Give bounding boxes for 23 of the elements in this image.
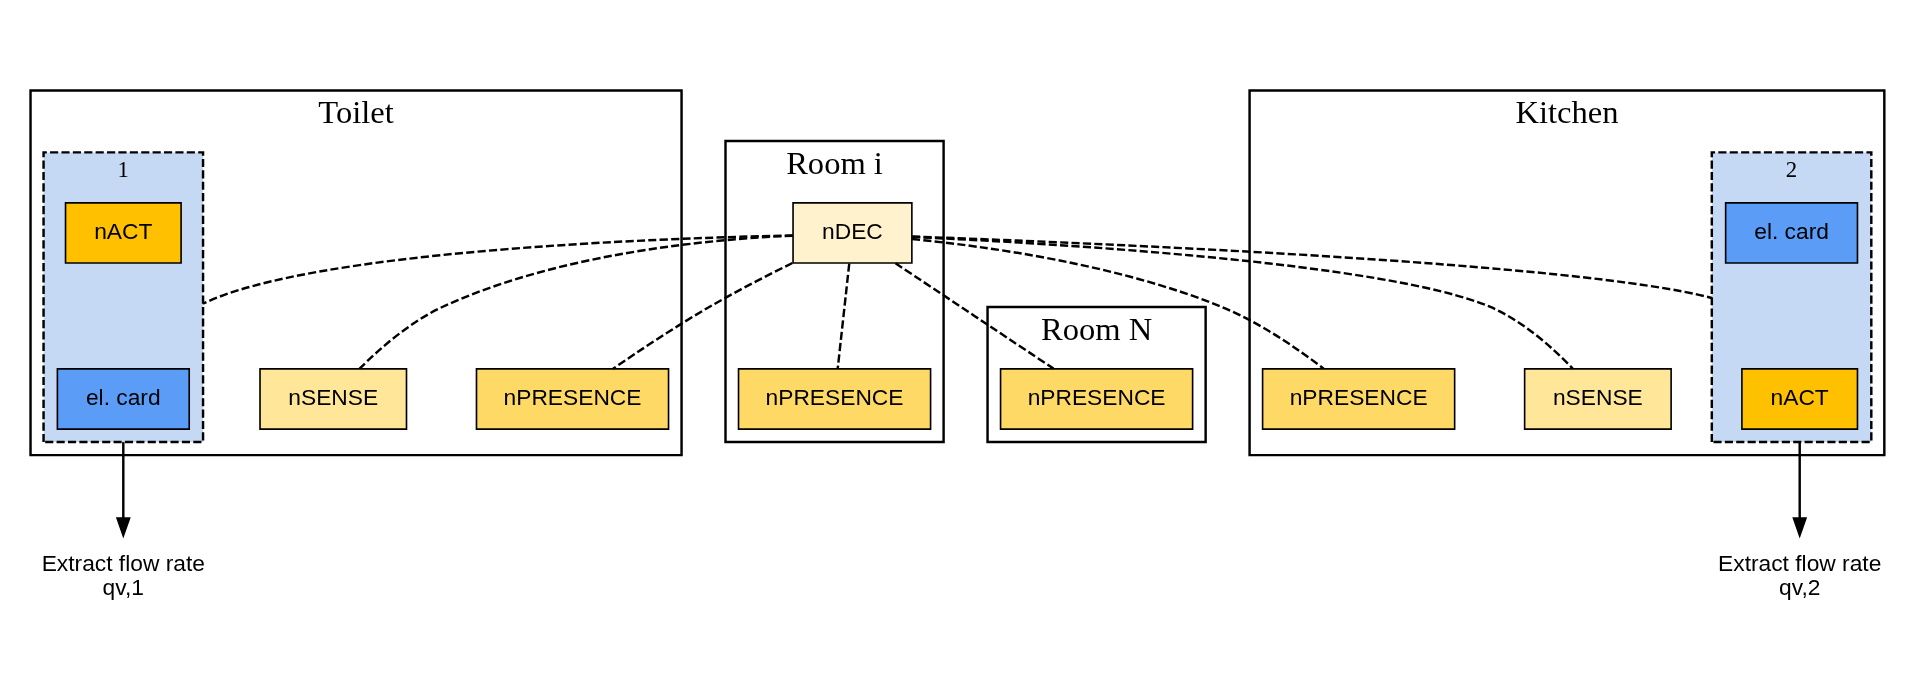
connector <box>911 237 1325 370</box>
node-box: nSENSE <box>1523 368 1672 430</box>
connector <box>612 261 793 370</box>
connector <box>912 235 1713 300</box>
connector <box>836 263 851 369</box>
node-box: el. card <box>56 368 191 430</box>
arrow <box>115 442 131 539</box>
node-box: nPRESENCE <box>999 368 1194 430</box>
arrow <box>1792 442 1808 539</box>
node-text: Extract flow rate qv,1 <box>41 549 205 601</box>
node-box: nPRESENCE <box>475 368 670 430</box>
node-box: nSENSE <box>259 368 408 430</box>
node-box: nPRESENCE <box>737 368 932 430</box>
node-box: nDEC <box>792 202 913 264</box>
connector <box>912 235 1574 370</box>
node-text: Extract flow rate qv,2 <box>1718 549 1882 601</box>
connector <box>894 262 1055 370</box>
connector <box>202 234 793 305</box>
connector <box>358 234 793 370</box>
node-box: nPRESENCE <box>1261 368 1456 430</box>
node-box: nACT <box>1741 368 1859 430</box>
node-box: nACT <box>64 202 182 264</box>
node-box: el. card <box>1724 202 1859 264</box>
